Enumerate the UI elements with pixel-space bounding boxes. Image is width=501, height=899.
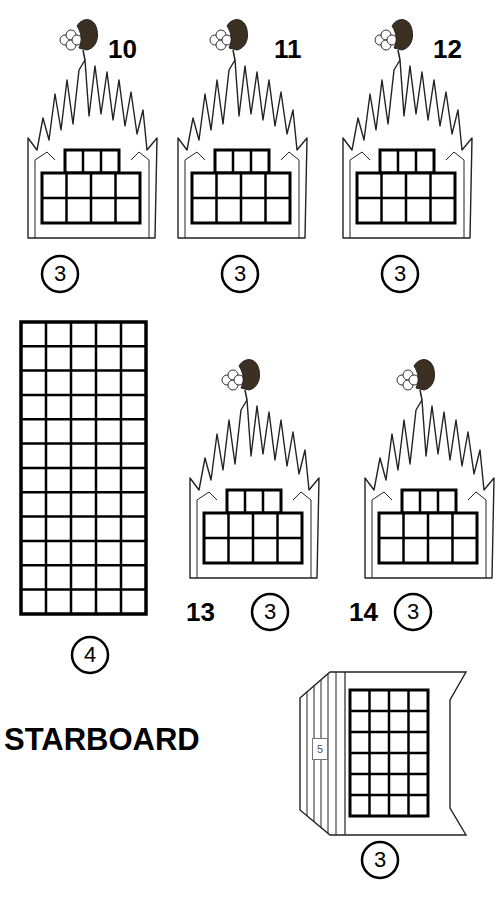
tag-number: 5 xyxy=(317,739,323,759)
callout-number: 3 xyxy=(54,261,66,287)
callout-number: 3 xyxy=(234,261,246,287)
callout-circle: 4 xyxy=(70,635,110,675)
callout-circle: 3 xyxy=(360,840,400,880)
building-number: 14 xyxy=(349,599,378,625)
burning-building xyxy=(28,20,157,238)
callout-number: 3 xyxy=(394,261,406,287)
burning-building xyxy=(190,360,319,578)
circle-outline xyxy=(72,637,108,673)
building-number: 12 xyxy=(433,36,462,62)
circle-outline xyxy=(362,842,398,878)
tall-building xyxy=(21,322,146,614)
burning-building xyxy=(365,360,494,578)
building-number: 10 xyxy=(108,36,137,62)
callout-circle: 3 xyxy=(380,254,420,294)
callout-number: 3 xyxy=(374,847,386,873)
side-tag: 5 xyxy=(312,738,328,760)
side-label: STARBOARD xyxy=(4,724,200,755)
burning-building xyxy=(343,20,472,238)
callout-number: 3 xyxy=(264,599,276,625)
callout-circle: 3 xyxy=(250,592,290,632)
circle-outline xyxy=(222,256,258,292)
callout-number: 3 xyxy=(407,599,419,625)
circle-outline xyxy=(382,256,418,292)
starboard-structure xyxy=(300,672,466,835)
callout-circle: 3 xyxy=(40,254,80,294)
callout-circle: 3 xyxy=(220,254,260,294)
circle-outline xyxy=(42,256,78,292)
callout-circle: 3 xyxy=(393,592,433,632)
building-number: 11 xyxy=(274,36,302,62)
circle-outline xyxy=(395,594,431,630)
callout-number: 4 xyxy=(84,642,96,668)
burning-building xyxy=(178,20,307,238)
building-number: 13 xyxy=(186,599,215,625)
circle-outline xyxy=(252,594,288,630)
